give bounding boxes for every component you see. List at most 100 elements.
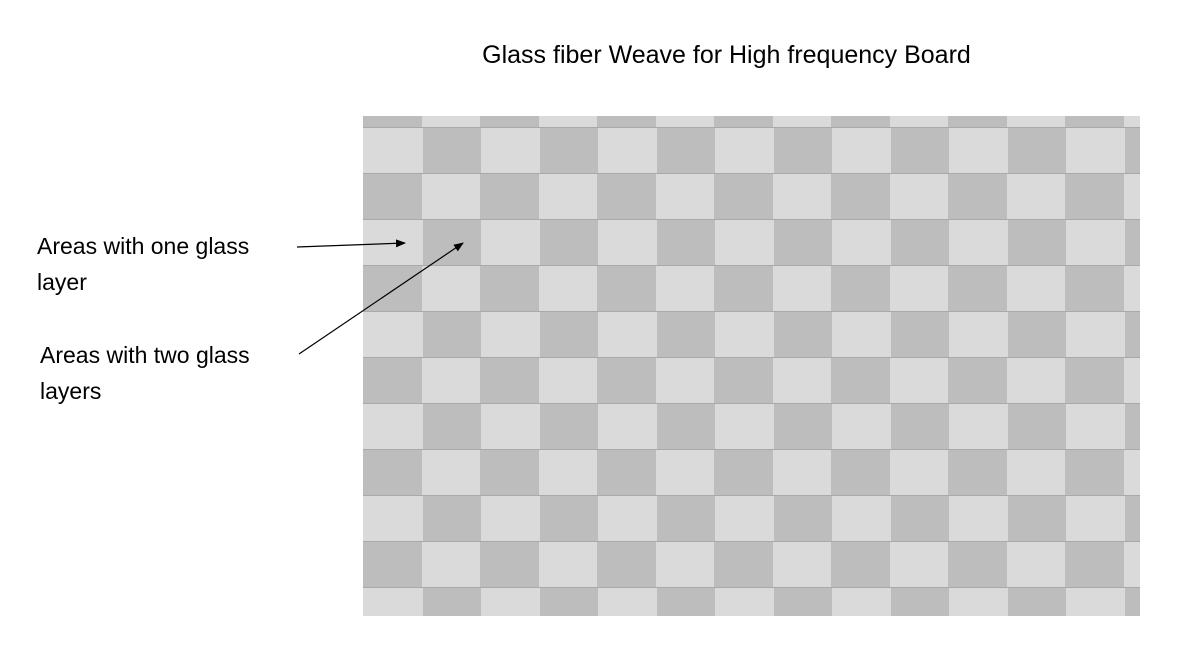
weave-cell-light	[832, 496, 891, 541]
weave-cell-dark	[422, 128, 481, 173]
weave-cell-light	[1123, 174, 1140, 219]
weave-row-divider	[363, 403, 1140, 404]
weave-cell-light	[772, 542, 831, 587]
weave-cell-dark	[480, 450, 539, 495]
callout-label-one-glass-layer: Areas with one glass layer	[37, 233, 250, 295]
weave-cell-dark	[948, 542, 1007, 587]
weave-cell-light	[481, 588, 540, 616]
weave-cell-dark	[1124, 496, 1140, 541]
weave-cell-light	[538, 450, 597, 495]
weave-cell-light	[538, 116, 598, 127]
weave-cell-dark	[714, 266, 773, 311]
weave-cell-light	[421, 542, 480, 587]
weave-cell-dark	[422, 312, 481, 357]
weave-cell-dark	[831, 266, 890, 311]
weave-cell-dark	[480, 174, 539, 219]
weave-cell-dark	[1065, 542, 1124, 587]
weave-cell-light	[772, 450, 831, 495]
weave-cell-dark	[480, 266, 540, 311]
callout-label-two-glass-layers: Areas with two glass layers	[40, 342, 250, 404]
weave-cell-light	[1066, 312, 1125, 357]
weave-cell-light	[364, 220, 423, 265]
weave-cell-light	[832, 404, 891, 449]
weave-row-divider	[363, 587, 1140, 588]
weave-cell-dark	[1007, 312, 1066, 357]
weave-cell-dark	[1124, 588, 1140, 616]
weave-cell-dark	[656, 404, 716, 449]
weave-cell-light	[1006, 266, 1065, 311]
weave-cell-dark	[1124, 404, 1140, 449]
weave-cell-light	[1006, 174, 1065, 219]
weave-cell-dark	[773, 128, 832, 173]
weave-row-divider	[363, 495, 1140, 496]
weave-cell-light	[715, 312, 774, 357]
weave-row-divider	[363, 173, 1140, 174]
weave-cell-dark	[831, 358, 890, 403]
weave-cell-light	[715, 128, 774, 173]
weave-cell-light	[1066, 128, 1125, 173]
weave-cell-light	[598, 220, 657, 265]
weave-cell-dark	[948, 266, 1007, 311]
weave-row-divider	[363, 265, 1140, 266]
weave-cell-light	[1006, 116, 1065, 127]
weave-cell-dark	[773, 312, 832, 357]
weave-cell-dark	[890, 496, 949, 541]
weave-cell-light	[364, 128, 423, 173]
weave-cell-light	[655, 116, 714, 127]
weave-cell-light	[1066, 496, 1126, 541]
weave-cell-dark	[714, 116, 773, 127]
weave-cell-light	[421, 266, 480, 311]
weave-cell-dark	[773, 404, 832, 449]
weave-cell-light	[715, 220, 775, 265]
weave-cell-dark	[1065, 266, 1125, 311]
weave-cell-dark	[656, 220, 715, 265]
weave-cell-dark	[363, 542, 422, 587]
weave-cell-dark	[1007, 220, 1067, 265]
weave-cell-light	[949, 220, 1008, 265]
weave-cell-light	[481, 128, 540, 173]
weave-cell-dark	[1124, 220, 1140, 265]
weave-cell-light	[655, 174, 715, 219]
weave-cell-light	[481, 496, 541, 541]
weave-row-divider	[363, 127, 1140, 128]
weave-cell-dark	[890, 220, 949, 265]
weave-cell-light	[1006, 542, 1065, 587]
weave-cell-light	[1123, 542, 1140, 587]
weave-cell-dark	[480, 116, 539, 127]
weave-cell-dark	[831, 116, 891, 127]
weave-cell-dark	[539, 128, 598, 173]
weave-cell-dark	[480, 542, 539, 587]
weave-cell-light	[538, 174, 597, 219]
weave-cell-light	[364, 588, 423, 616]
weave-cell-dark	[656, 128, 715, 173]
weave-cell-dark	[422, 404, 481, 449]
weave-cell-dark	[714, 358, 773, 403]
weave-cell-dark	[1007, 588, 1066, 616]
weave-cell-dark	[714, 542, 773, 587]
weave-cell-light	[421, 174, 480, 219]
weave-cell-light	[772, 116, 831, 127]
weave-cell-light	[715, 404, 774, 449]
weave-row-divider	[363, 541, 1140, 542]
weave-cell-light	[889, 358, 949, 403]
weave-cell-light	[772, 174, 831, 219]
weave-cell-dark	[773, 496, 833, 541]
weave-cell-light	[421, 450, 481, 495]
weave-cell-dark	[363, 358, 422, 403]
weave-cell-dark	[656, 312, 715, 357]
weave-cell-dark	[597, 174, 656, 219]
weave-cell-light	[655, 542, 714, 587]
diagram-title: Glass fiber Weave for High frequency Boa…	[482, 41, 971, 69]
weave-cell-light	[538, 542, 598, 587]
weave-row-divider	[363, 219, 1140, 220]
weave-cell-dark	[1007, 404, 1066, 449]
weave-cell-light	[1123, 358, 1140, 403]
weave-cell-dark	[480, 358, 539, 403]
weave-cell-dark	[422, 220, 482, 265]
weave-cell-dark	[597, 358, 657, 403]
weave-cell-dark	[1007, 496, 1066, 541]
weave-cell-dark	[597, 116, 656, 127]
weave-cell-light	[598, 496, 657, 541]
weave-cell-light	[949, 312, 1008, 357]
weave-cell-dark	[1124, 128, 1140, 173]
